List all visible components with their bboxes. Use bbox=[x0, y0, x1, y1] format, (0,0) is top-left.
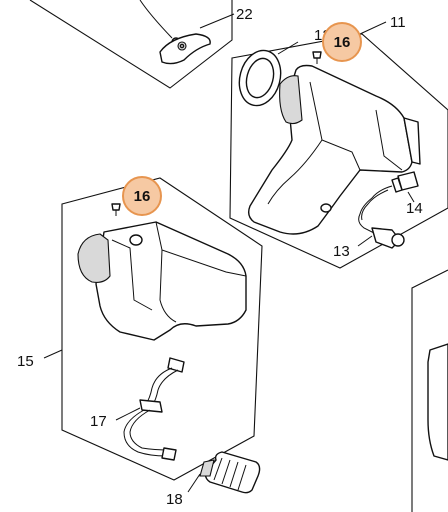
group-frame-15 bbox=[43, 177, 263, 481]
callout-13: 13 bbox=[333, 243, 350, 260]
callout-16-lower: 16 bbox=[122, 176, 162, 216]
part-11-tank-housing bbox=[247, 21, 421, 235]
part-18-fuel-filter bbox=[187, 451, 261, 494]
callout-16-upper: 16 bbox=[322, 22, 362, 62]
callout-22: 22 bbox=[236, 6, 253, 23]
callout-17: 17 bbox=[90, 413, 107, 430]
callout-11-text: 11 bbox=[390, 14, 406, 31]
callout-16-lower-text: 16 bbox=[134, 188, 151, 205]
callout-18-text: 18 bbox=[166, 491, 183, 508]
callout-15: 15 bbox=[17, 353, 34, 370]
group-frame-22 bbox=[29, 0, 233, 89]
part-14-fuel-filter bbox=[391, 171, 419, 203]
group-frame-11 bbox=[229, 33, 448, 269]
part-16-screw-lower bbox=[111, 203, 121, 216]
part-12-seal-ring bbox=[238, 41, 299, 107]
part-15-tank-housing bbox=[77, 221, 247, 341]
callout-17-text: 17 bbox=[90, 413, 107, 430]
callout-18: 18 bbox=[166, 491, 183, 508]
callout-14-text: 14 bbox=[406, 200, 423, 217]
part-16-screw-upper bbox=[312, 51, 322, 64]
partial-frame-right bbox=[411, 269, 448, 512]
part-17-pickup-hose bbox=[115, 357, 185, 461]
callout-14: 14 bbox=[406, 200, 423, 217]
part-22-clip bbox=[139, 0, 235, 65]
callout-16-upper-text: 16 bbox=[334, 34, 351, 51]
callout-13-text: 13 bbox=[333, 243, 350, 260]
callout-15-text: 15 bbox=[17, 353, 34, 370]
callout-22-text: 22 bbox=[236, 6, 253, 23]
part-13-pickup-hose bbox=[357, 185, 405, 249]
callout-11: 11 bbox=[390, 14, 406, 31]
